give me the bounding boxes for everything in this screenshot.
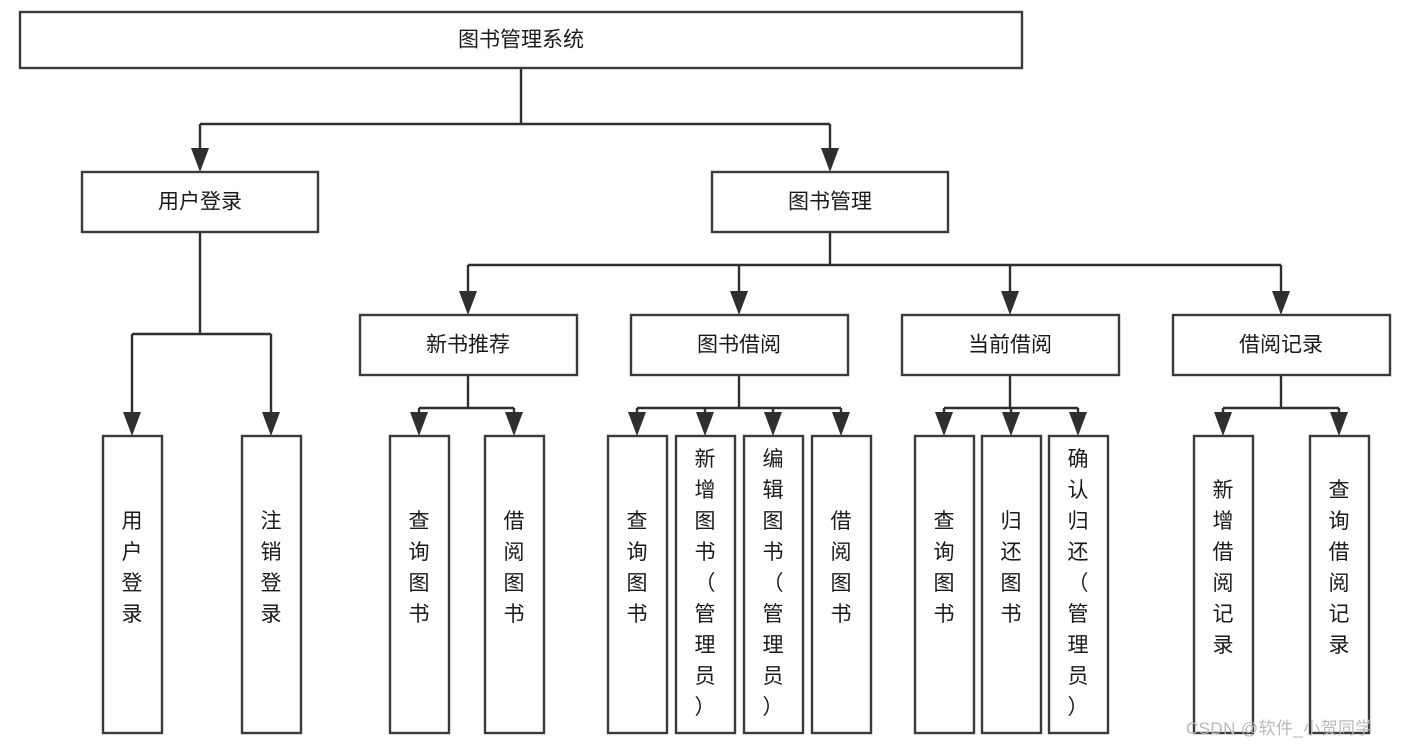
leaf-newbook-2-box[interactable] (483, 434, 546, 735)
node-user-login[interactable]: 用户登录 (80, 170, 320, 234)
leaf-node[interactable]: 查询图书 (606, 434, 669, 735)
leaf-currentborrow-2-box[interactable] (980, 434, 1043, 735)
leaf-currentborrow-2-label: 归还图书 (1001, 510, 1022, 626)
leaf-bookborrow-3-label: 编辑图书（管理员） (763, 448, 784, 719)
arrow-head-leaf-borrowrecord-1 (1214, 412, 1232, 436)
leaf-currentborrow-3-label: 确认归还（管理员） (1068, 448, 1089, 719)
node-user-login-box[interactable] (80, 170, 320, 234)
arrow-head-currentborrow (1001, 291, 1019, 315)
connector-group-newbook (410, 375, 523, 436)
node-book-borrow[interactable]: 图书借阅 (629, 313, 850, 377)
node-new-book-recommend-label: 新书推荐 (426, 334, 510, 357)
leaf-user-login-1-label: 用户登录 (122, 510, 143, 626)
leaf-node[interactable]: 查询借阅记录 (1308, 434, 1371, 735)
arrow-head-leaf-bookborrow-1 (628, 412, 646, 436)
leaf-node[interactable]: 确认归还（管理员） (1047, 434, 1110, 735)
leaf-bookborrow-2-label: 新增图书（管理员） (695, 448, 716, 719)
connector-group-currentborrow (935, 375, 1087, 436)
leaf-user-login-2-box[interactable] (240, 434, 303, 735)
leaf-borrowrecord-1-label: 新增借阅记录 (1213, 479, 1234, 657)
leaf-bookborrow-4-box[interactable] (810, 434, 873, 735)
arrow-head-leaf-user-login-2 (262, 412, 280, 436)
leaf-currentborrow-1-box[interactable] (913, 434, 976, 735)
leaf-newbook-1-box[interactable] (388, 434, 451, 735)
connector-group-userlogin (123, 232, 280, 436)
arrow-head-leaf-newbook-2 (505, 412, 523, 436)
node-new-book-recommend[interactable]: 新书推荐 (358, 313, 579, 377)
leaf-node[interactable]: 归还图书 (980, 434, 1043, 735)
leaf-node[interactable]: 新增图书（管理员） (674, 434, 737, 735)
node-book-management[interactable]: 图书管理 (710, 170, 950, 234)
leaf-bookborrow-4-label: 借阅图书 (831, 510, 852, 626)
node-root-label: 图书管理系统 (458, 29, 584, 52)
leaf-newbook-2-label: 借阅图书 (504, 510, 525, 626)
leaf-node[interactable]: 编辑图书（管理员） (742, 434, 805, 735)
arrow-head-leaf-bookborrow-3 (764, 412, 782, 436)
arrow-head-borrowrecord (1272, 291, 1290, 315)
leaf-bookborrow-3-box[interactable] (742, 434, 805, 735)
leaf-bookborrow-1-label: 查询图书 (627, 510, 648, 626)
node-book-management-label: 图书管理 (788, 191, 872, 214)
arrow-head-leaf-borrowrecord-2 (1330, 412, 1348, 436)
leaf-currentborrow-3-box[interactable] (1047, 434, 1110, 735)
leaf-currentborrow-1-label: 查询图书 (934, 510, 955, 626)
leaf-node[interactable]: 用户登录 (101, 434, 164, 735)
arrow-head-userlogin (191, 148, 209, 172)
arrow-head-leaf-bookborrow-2 (696, 412, 714, 436)
node-borrow-record[interactable]: 借阅记录 (1171, 313, 1392, 377)
leaf-newbook-1-label: 查询图书 (409, 510, 430, 626)
leaf-user-login-1-box[interactable] (101, 434, 164, 735)
leaf-bookborrow-1-box[interactable] (606, 434, 669, 735)
node-user-login-label: 用户登录 (158, 191, 242, 214)
leaf-borrowrecord-2-label: 查询借阅记录 (1329, 479, 1350, 657)
leaf-user-login-2-label: 注销登录 (261, 510, 282, 626)
node-book-management-box[interactable] (710, 170, 950, 234)
leaf-node[interactable]: 借阅图书 (810, 434, 873, 735)
node-book-borrow-box[interactable] (629, 313, 850, 377)
connector-group-bookborrow (628, 375, 850, 436)
arrow-head-leaf-user-login-1 (123, 412, 141, 436)
node-new-book-recommend-box[interactable] (358, 313, 579, 377)
leaf-node[interactable]: 新增借阅记录 (1192, 434, 1255, 735)
csdn-watermark: CSDN @软件_小贺同学 (1186, 719, 1373, 738)
arrow-head-leaf-currentborrow-1 (935, 412, 953, 436)
leaf-borrowrecord-2-box[interactable] (1308, 434, 1371, 735)
leaf-node[interactable]: 查询图书 (913, 434, 976, 735)
connector-group-bookmgmt (459, 232, 1290, 315)
arrow-head-leaf-currentborrow-3 (1069, 412, 1087, 436)
node-current-borrow-label: 当前借阅 (968, 334, 1052, 357)
arrow-head-newbook (459, 291, 477, 315)
node-root-box[interactable] (18, 10, 1024, 70)
arrow-head-leaf-newbook-1 (410, 412, 428, 436)
leaf-borrowrecord-1-box[interactable] (1192, 434, 1255, 735)
arrow-head-bookmgmt (821, 148, 839, 172)
arrow-head-leaf-bookborrow-4 (832, 412, 850, 436)
leaf-bookborrow-2-box[interactable] (674, 434, 737, 735)
arrow-head-leaf-currentborrow-2 (1002, 412, 1020, 436)
node-borrow-record-label: 借阅记录 (1239, 334, 1323, 357)
node-borrow-record-box[interactable] (1171, 313, 1392, 377)
connector-group-borrowrecord (1214, 375, 1348, 436)
connector-group-root (191, 68, 839, 172)
leaf-node[interactable]: 查询图书 (388, 434, 451, 735)
node-root[interactable]: 图书管理系统 (18, 10, 1024, 70)
node-current-borrow[interactable]: 当前借阅 (900, 313, 1121, 377)
node-book-borrow-label: 图书借阅 (697, 334, 781, 357)
leaf-node[interactable]: 借阅图书 (483, 434, 546, 735)
leaf-node[interactable]: 注销登录 (240, 434, 303, 735)
node-current-borrow-box[interactable] (900, 313, 1121, 377)
arrow-head-bookborrow (730, 291, 748, 315)
